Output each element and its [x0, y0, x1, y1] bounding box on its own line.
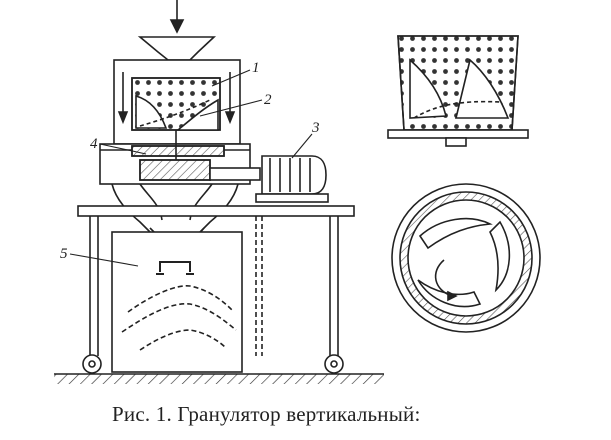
sieve-basket-detail	[387, 35, 529, 147]
label-5: 5	[60, 246, 68, 262]
support-table	[77, 205, 355, 374]
floor	[54, 373, 384, 384]
figure-caption: Рис. 1. Гранулятор вертикальный:	[112, 402, 421, 426]
label-2: 2	[264, 92, 272, 108]
label-3: 3	[311, 120, 320, 136]
label-4: 4	[90, 136, 98, 152]
hopper-funnel	[137, 36, 217, 61]
leader-lines	[69, 69, 313, 267]
feed-arrow	[169, 0, 185, 34]
rotor-plan-detail	[391, 183, 541, 333]
drive-housing	[99, 130, 251, 185]
label-1: 1	[252, 60, 260, 76]
electric-motor	[209, 155, 329, 203]
collecting-container	[111, 231, 243, 373]
granulator-diagram: 1 2 3 4 5	[54, 0, 541, 384]
granulator-housing	[113, 59, 241, 145]
